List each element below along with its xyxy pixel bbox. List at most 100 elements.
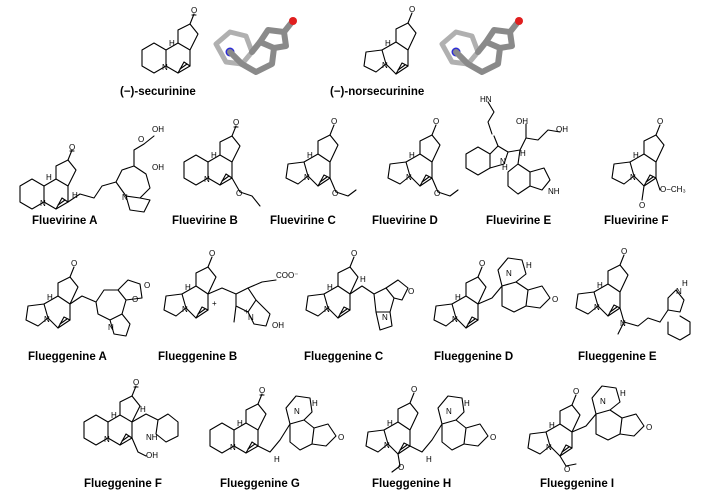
atom-n: N bbox=[324, 305, 330, 314]
atom-h: H bbox=[597, 281, 603, 290]
label-norsecurinine: (−)-norsecurinine bbox=[330, 86, 425, 98]
atom-n: N bbox=[204, 175, 210, 184]
atom-n: N bbox=[230, 443, 236, 452]
atom-n-2: N bbox=[108, 323, 114, 332]
atom-carboxylate: COO⁻ bbox=[276, 271, 298, 280]
atom-h-3: H bbox=[312, 399, 318, 408]
atom-n-indole: N bbox=[500, 157, 506, 166]
atom-h: H bbox=[455, 293, 461, 302]
atom-h: H bbox=[111, 411, 117, 420]
structure-norsecurinine: O N H bbox=[348, 5, 426, 86]
model-securinine bbox=[212, 16, 302, 78]
atom-o: O bbox=[573, 387, 579, 396]
atom-oh: OH bbox=[272, 321, 284, 330]
atom-n: N bbox=[40, 199, 46, 208]
atom-n-oxide: O bbox=[639, 201, 645, 210]
atom-o: O bbox=[433, 117, 439, 126]
atom-n-2: N bbox=[506, 269, 512, 278]
atom-och3: O−CH₃ bbox=[660, 185, 686, 194]
atom-h: H bbox=[520, 149, 526, 158]
label-flueggenine-a: Flueggenine A bbox=[28, 351, 107, 363]
structure-flueggenine-a: O O O N N H bbox=[12, 250, 172, 346]
label-fluevirine-b: Fluevirine B bbox=[172, 215, 238, 227]
atom-o: O bbox=[657, 117, 663, 126]
label-flueggenine-b: Flueggenine B bbox=[158, 351, 238, 363]
label-flueggenine-h: Flueggenine H bbox=[372, 478, 452, 490]
label-fluevirine-f: Fluevirine F bbox=[604, 215, 669, 227]
atom-o: O bbox=[259, 386, 265, 395]
atom-n: N bbox=[630, 173, 636, 182]
atom-h: H bbox=[549, 421, 555, 430]
atom-oh: OH bbox=[152, 163, 164, 172]
structure-flueggenine-h: O O O N N H H H bbox=[350, 372, 510, 476]
atom-n-2: N bbox=[122, 193, 128, 202]
atom-o-2: O bbox=[408, 287, 414, 296]
label-fluevirine-d: Fluevirine D bbox=[372, 215, 438, 227]
atom-n-2: N bbox=[382, 313, 388, 322]
atom-h-indole: H bbox=[682, 279, 688, 288]
atom-h-2: H bbox=[274, 455, 280, 464]
atom-hn: HN bbox=[480, 95, 492, 104]
atom-o-2: O bbox=[144, 281, 150, 290]
atom-oh-2: OH bbox=[556, 125, 568, 134]
label-fluevirine-a: Fluevirine A bbox=[32, 215, 98, 227]
atom-h: H bbox=[633, 151, 639, 160]
label-flueggenine-g: Flueggenine G bbox=[220, 478, 300, 490]
structure-fluevirine-e: HN H N OH OH H NH bbox=[456, 95, 576, 214]
atom-n: N bbox=[546, 443, 552, 452]
label-flueggenine-i: Flueggenine I bbox=[540, 478, 615, 490]
label-fluevirine-e: Fluevirine E bbox=[486, 215, 552, 227]
atom-o-2: O bbox=[338, 433, 344, 442]
atom-o-ether: O bbox=[236, 189, 242, 198]
atom-o-ether: O bbox=[332, 189, 338, 198]
atom-o: O bbox=[621, 247, 627, 256]
structure-flueggenine-d: O O N N H H bbox=[420, 240, 570, 348]
atom-n-2: N bbox=[248, 313, 254, 322]
atom-h-indole: H bbox=[502, 163, 508, 172]
atom-o-2: O bbox=[646, 423, 652, 432]
atom-o: O bbox=[331, 117, 337, 126]
label-flueggenine-c: Flueggenine C bbox=[304, 351, 384, 363]
atom-o: O bbox=[233, 118, 239, 127]
model-norsecurinine bbox=[438, 16, 528, 78]
atom-o-carbonyl: O bbox=[138, 135, 144, 144]
atom-h: H bbox=[387, 419, 393, 428]
atom-h: H bbox=[307, 151, 313, 160]
atom-h: H bbox=[385, 39, 391, 48]
structure-securinine: O N H bbox=[128, 6, 206, 86]
atom-h: H bbox=[46, 173, 52, 182]
atom-n-2: N bbox=[294, 407, 300, 416]
atom-h-2: H bbox=[360, 275, 366, 284]
atom-h: H bbox=[185, 283, 191, 292]
label-fluevirine-c: Fluevirine C bbox=[270, 215, 336, 227]
atom-n: N bbox=[452, 315, 458, 324]
atom-n-2: N bbox=[600, 397, 606, 406]
atom-n: N bbox=[594, 303, 600, 312]
label-flueggenine-d: Flueggenine D bbox=[434, 351, 514, 363]
atom-h: H bbox=[409, 151, 415, 160]
atom-h: H bbox=[47, 293, 53, 302]
atom-h: H bbox=[169, 39, 175, 48]
structure-flueggenine-e: O N N H N H bbox=[562, 247, 702, 350]
atom-o: O bbox=[411, 385, 417, 394]
atom-carboxyl-oh: OH bbox=[152, 125, 164, 134]
label-securinine: (−)-securinine bbox=[120, 86, 196, 98]
atom-h-2: H bbox=[526, 261, 532, 270]
atom-o: O bbox=[351, 249, 357, 258]
atom-o: O bbox=[133, 378, 139, 387]
structure-fluevirine-a: O N H OH O OH N H bbox=[8, 116, 188, 213]
atom-oh: OH bbox=[146, 451, 158, 460]
atom-h: H bbox=[211, 151, 217, 160]
structure-flueggenine-i: O O O N N H H bbox=[512, 370, 682, 476]
structure-fluevirine-d: O O N H bbox=[370, 117, 466, 216]
atom-o-ring: O bbox=[132, 295, 138, 304]
atom-o-2: O bbox=[490, 433, 496, 442]
atom-o: O bbox=[69, 143, 75, 152]
atom-o-ether: O bbox=[398, 463, 404, 472]
atom-o: O bbox=[209, 249, 215, 258]
label-flueggenine-e: Flueggenine E bbox=[578, 351, 657, 363]
atom-h-2: H bbox=[72, 191, 78, 200]
atom-n: N bbox=[104, 435, 110, 444]
atom-n: N bbox=[304, 173, 310, 182]
atom-plus: + bbox=[244, 307, 249, 316]
